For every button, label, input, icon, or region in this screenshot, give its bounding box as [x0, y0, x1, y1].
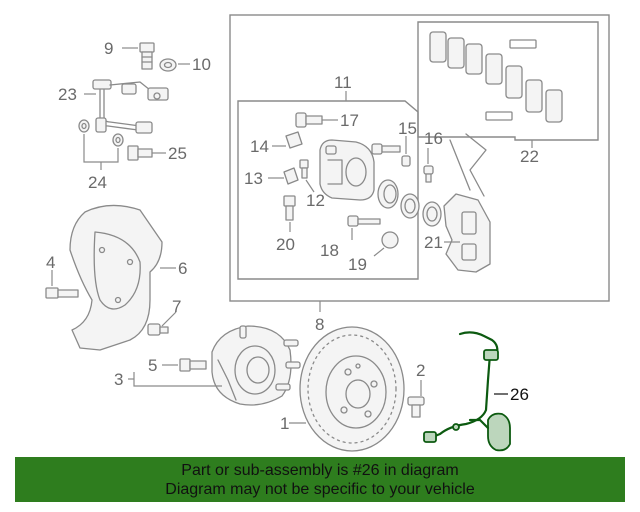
screw-2[interactable]	[407, 396, 425, 418]
info-banner: Part or sub-assembly is #26 in diagram D…	[15, 457, 625, 502]
callout-2: 2	[416, 361, 425, 380]
bleeder-16[interactable]	[423, 165, 434, 183]
callout-6: 6	[178, 259, 187, 278]
caliper-assembly-frame	[229, 14, 610, 302]
callout-14: 14	[250, 137, 269, 156]
bolt-15[interactable]	[371, 143, 411, 167]
callout-26: 26	[510, 385, 529, 404]
caliper-bracket-21[interactable]	[443, 193, 491, 273]
caliper-subassembly-frame	[237, 100, 419, 280]
callout-24: 24	[88, 173, 107, 192]
clip-13[interactable]	[283, 167, 299, 185]
callout-18: 18	[320, 241, 339, 260]
callout-13: 13	[244, 169, 263, 188]
callout-15: 15	[398, 119, 417, 138]
callout-11: 11	[334, 73, 352, 92]
bolt-9[interactable]	[139, 42, 155, 70]
anti-rattle-spring[interactable]	[449, 133, 487, 197]
brake-rotor-1[interactable]	[299, 326, 405, 452]
bolt-4[interactable]	[45, 287, 79, 299]
callout-12: 12	[306, 191, 325, 210]
callout-10: 10	[192, 55, 211, 74]
banner-line-1: Part or sub-assembly is #26 in diagram	[181, 462, 459, 479]
screw-7[interactable]	[147, 323, 169, 336]
callout-3: 3	[114, 370, 123, 389]
hub-bolt-5[interactable]	[179, 358, 207, 372]
brake-hose-23[interactable]	[92, 79, 169, 134]
guide-pin-18[interactable]	[347, 215, 381, 227]
callout-4: 4	[46, 253, 55, 272]
callout-20: 20	[276, 235, 295, 254]
callout-25: 25	[168, 144, 187, 163]
boot-19[interactable]	[381, 231, 399, 249]
hub-bearing-3[interactable]	[211, 325, 301, 406]
brake-pads-22[interactable]	[429, 31, 563, 123]
bolt-12[interactable]	[299, 159, 309, 179]
callout-17: 17	[340, 111, 359, 130]
callout-9: 9	[104, 39, 113, 58]
callout-1: 1	[280, 414, 289, 433]
callout-21: 21	[424, 233, 443, 252]
callout-23: 23	[58, 85, 77, 104]
bolt-17[interactable]	[295, 112, 323, 128]
callout-16: 16	[424, 129, 443, 148]
washers-24[interactable]	[78, 119, 124, 147]
callout-5: 5	[148, 356, 157, 375]
bolt-20[interactable]	[283, 195, 296, 221]
piston-seal[interactable]	[400, 193, 420, 219]
dust-shield-6[interactable]	[69, 204, 163, 351]
callout-22: 22	[520, 147, 539, 166]
caliper-body[interactable]	[319, 139, 375, 201]
dust-boot[interactable]	[422, 201, 442, 227]
callout-19: 19	[348, 255, 367, 274]
callout-8: 8	[315, 315, 324, 334]
abs-wheel-speed-sensor-26[interactable]	[423, 331, 511, 452]
washer-10[interactable]	[159, 58, 177, 72]
callout-7: 7	[172, 297, 181, 316]
bolt-25[interactable]	[127, 145, 153, 161]
banner-line-2: Diagram may not be specific to your vehi…	[165, 481, 475, 498]
caliper-piston[interactable]	[377, 179, 399, 209]
cap-14[interactable]	[285, 131, 303, 149]
pad-kit-frame	[417, 21, 599, 141]
